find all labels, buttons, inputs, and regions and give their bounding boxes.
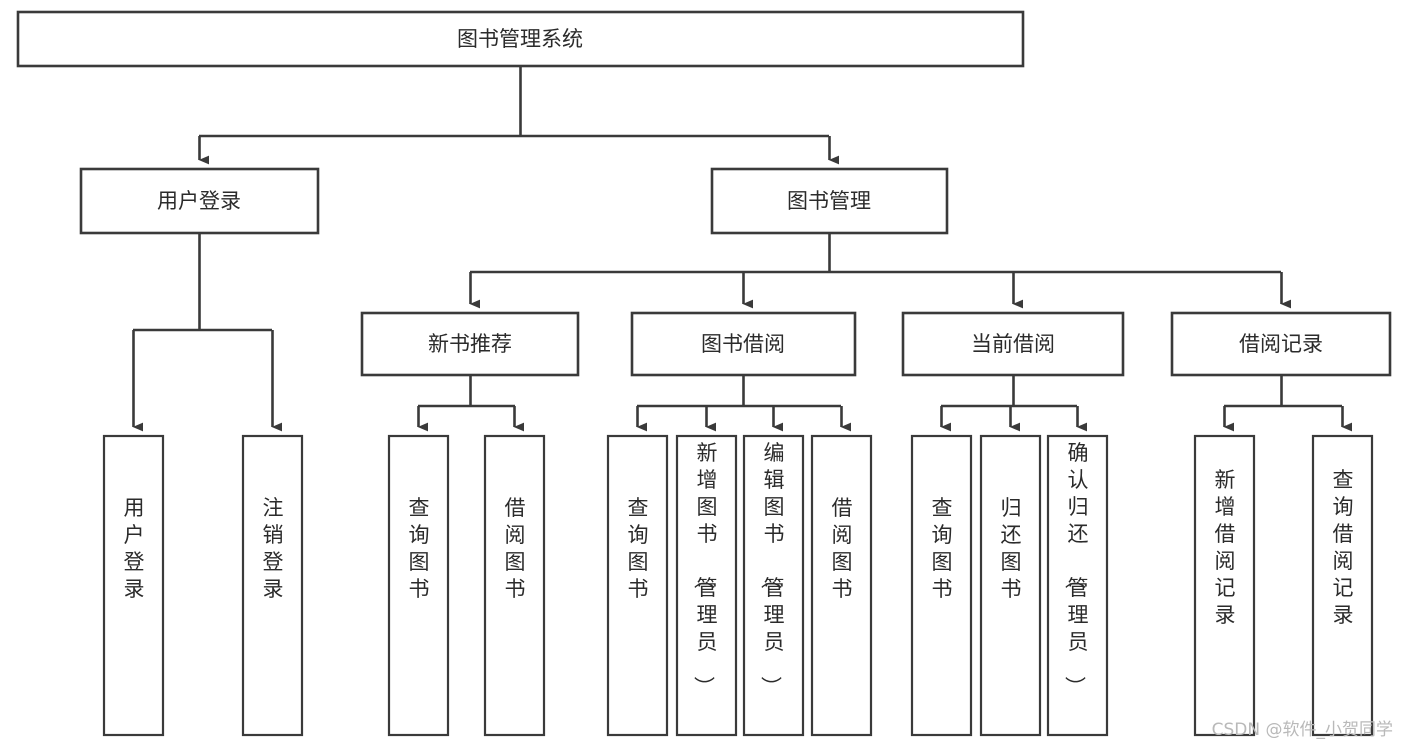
node-root[interactable]: 图书管理系统 <box>16 10 1025 68</box>
node-root-box[interactable] <box>16 10 1025 68</box>
leaf-user-logout[interactable]: 注销登录 <box>241 434 304 737</box>
node-borrow-record-box[interactable] <box>1170 311 1392 377</box>
leaf-add-book[interactable]: 新增图书（管理员） <box>675 434 738 737</box>
leaf-add-book-box[interactable] <box>675 434 738 737</box>
leaf-add-record-box[interactable] <box>1193 434 1256 737</box>
leaf-return-book[interactable]: 归还图书 <box>979 434 1042 737</box>
node-user-login[interactable]: 用户登录 <box>79 167 320 235</box>
leaf-query-book-1-label: 查询图书 <box>409 496 430 601</box>
leaf-borrow-book-2-box[interactable] <box>810 434 873 737</box>
leaf-add-record-label: 新增借阅记录 <box>1215 468 1236 627</box>
leaf-borrow-book-1[interactable]: 借阅图书 <box>483 434 546 737</box>
node-book-borrow-label: 图书借阅 <box>701 332 785 356</box>
node-root-label: 图书管理系统 <box>457 27 583 51</box>
edges-layer <box>132 66 1353 432</box>
node-new-book-rec[interactable]: 新书推荐 <box>360 311 580 377</box>
leaf-confirm-return[interactable]: 确认归还（管理员） <box>1046 434 1109 737</box>
csdn-watermark: CSDN @软件_小贺同学 <box>1212 720 1393 740</box>
leaf-query-record-label: 查询借阅记录 <box>1333 468 1354 627</box>
leaf-user-login[interactable]: 用户登录 <box>102 434 165 737</box>
node-book-borrow-box[interactable] <box>630 311 857 377</box>
leaf-return-book-box[interactable] <box>979 434 1042 737</box>
node-book-manage-label: 图书管理 <box>787 189 871 213</box>
leaf-add-record[interactable]: 新增借阅记录 <box>1193 434 1256 737</box>
leaf-add-book-label: 新增图书（管理员） <box>692 441 718 697</box>
leaf-query-book-3-label: 查询图书 <box>932 496 953 601</box>
leaf-return-book-label: 归还图书 <box>1001 496 1022 601</box>
leaf-confirm-return-label: 确认归还（管理员） <box>1063 441 1089 697</box>
leaf-query-book-3-box[interactable] <box>910 434 973 737</box>
leaf-query-record[interactable]: 查询借阅记录 <box>1311 434 1374 737</box>
node-user-login-box[interactable] <box>79 167 320 235</box>
node-current-borrow-label: 当前借阅 <box>971 332 1055 356</box>
leaf-edit-book[interactable]: 编辑图书（管理员） <box>742 434 805 737</box>
node-current-borrow-box[interactable] <box>901 311 1125 377</box>
leaf-user-logout-label: 注销登录 <box>263 496 284 601</box>
leaf-query-book-3[interactable]: 查询图书 <box>910 434 973 737</box>
leaf-query-book-1-box[interactable] <box>387 434 450 737</box>
node-book-borrow[interactable]: 图书借阅 <box>630 311 857 377</box>
leaf-borrow-book-1-box[interactable] <box>483 434 546 737</box>
leaf-user-login-box[interactable] <box>102 434 165 737</box>
node-user-login-label: 用户登录 <box>157 189 241 213</box>
leaf-query-book-1[interactable]: 查询图书 <box>387 434 450 737</box>
node-current-borrow[interactable]: 当前借阅 <box>901 311 1125 377</box>
leaf-query-book-2[interactable]: 查询图书 <box>606 434 669 737</box>
leaf-query-book-2-box[interactable] <box>606 434 669 737</box>
leaf-borrow-book-1-label: 借阅图书 <box>505 496 526 601</box>
leaf-user-logout-box[interactable] <box>241 434 304 737</box>
leaf-query-record-box[interactable] <box>1311 434 1374 737</box>
node-book-manage-box[interactable] <box>710 167 949 235</box>
node-book-manage[interactable]: 图书管理 <box>710 167 949 235</box>
node-new-book-rec-label: 新书推荐 <box>428 332 512 356</box>
leaf-borrow-book-2[interactable]: 借阅图书 <box>810 434 873 737</box>
leaf-confirm-return-box[interactable] <box>1046 434 1109 737</box>
leaf-query-book-2-label: 查询图书 <box>628 496 649 601</box>
leaf-edit-book-box[interactable] <box>742 434 805 737</box>
node-borrow-record-label: 借阅记录 <box>1239 332 1323 356</box>
node-borrow-record[interactable]: 借阅记录 <box>1170 311 1392 377</box>
node-new-book-rec-box[interactable] <box>360 311 580 377</box>
leaf-edit-book-label: 编辑图书（管理员） <box>759 441 785 697</box>
leaf-user-login-label: 用户登录 <box>124 496 145 601</box>
leaf-borrow-book-2-label: 借阅图书 <box>832 496 853 601</box>
